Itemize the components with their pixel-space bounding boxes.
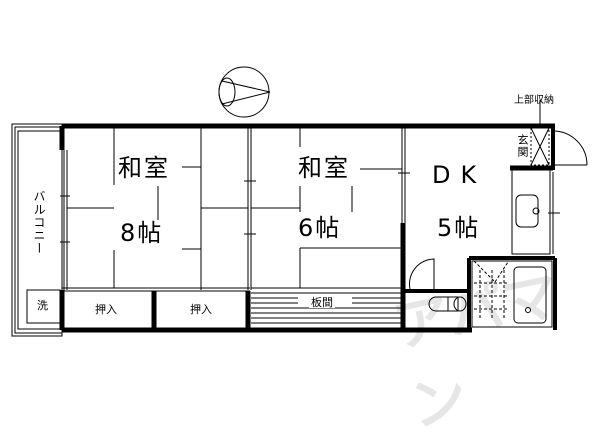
label-closet-2: 押入 xyxy=(190,303,212,316)
label-entrance: 玄関 xyxy=(516,134,529,158)
label-washer: 洗 xyxy=(37,299,48,312)
room-size-dk: 5帖 xyxy=(437,214,481,242)
room-name-dk: DK xyxy=(432,161,487,189)
room-size-washitsu-6: 6帖 xyxy=(298,214,342,242)
label-balcony: バルコニー xyxy=(32,190,46,255)
room-name-washitsu-8: 和室 xyxy=(118,154,170,182)
label-upper-storage: 上部収納 xyxy=(514,95,554,106)
floor-plan xyxy=(11,66,588,337)
room-name-washitsu-6: 和室 xyxy=(298,154,350,182)
compass-icon xyxy=(218,66,271,118)
room-size-washitsu-8: 8帖 xyxy=(120,219,164,247)
label-closet-1: 押入 xyxy=(95,303,117,316)
label-wood-floor: 板間 xyxy=(309,296,335,309)
